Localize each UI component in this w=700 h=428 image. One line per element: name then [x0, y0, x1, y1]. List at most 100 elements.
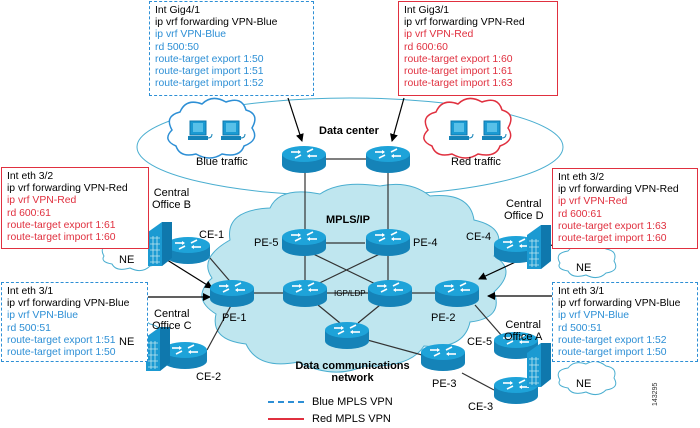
- config-line: route-target import 1:52: [155, 78, 264, 90]
- router-icon: [434, 279, 480, 308]
- config-line: rd 500:51: [7, 322, 51, 334]
- config-line: ip vrf forwarding VPN-Blue: [7, 298, 130, 310]
- ne-cloud: [557, 360, 617, 396]
- router-icon: [165, 236, 211, 265]
- central-office-a-line1: Central: [505, 319, 541, 331]
- blue-traffic-cloud: [167, 97, 256, 159]
- pe1-label: PE-1: [222, 312, 247, 324]
- ne-label: NE: [119, 336, 135, 348]
- config-line: ip vrf forwarding VPN-Blue: [155, 17, 278, 29]
- central-office-b-line2: Office B: [152, 199, 191, 211]
- config-line: rd 600:60: [404, 41, 448, 53]
- config-line: route-target export 1:60: [404, 53, 513, 65]
- config-line: ip vrf VPN-Red: [7, 195, 77, 207]
- router-icon: [281, 228, 327, 257]
- config-line: route-target export 1:51: [7, 334, 116, 346]
- central-office-a-label: Central Office A: [504, 319, 542, 343]
- ne-label: NE: [576, 262, 592, 274]
- central-office-c-label: Central Office C: [152, 308, 192, 332]
- legend-red: Red MPLS VPN: [268, 413, 391, 425]
- building-icon: [526, 224, 552, 270]
- config-line: Int eth 3/1: [7, 286, 54, 297]
- ce1-label: CE-1: [199, 229, 225, 241]
- ne-label: NE: [576, 378, 592, 390]
- blue-traffic-label: Blue traffic: [196, 156, 248, 168]
- config-line: route-target import 1:60: [558, 233, 667, 245]
- config-line: ip vrf VPN-Blue: [7, 310, 79, 322]
- config-line: route-target import 1:51: [155, 66, 264, 78]
- config-line: ip vrf forwarding VPN-Red: [7, 183, 128, 195]
- legend-red-label: Red MPLS VPN: [312, 413, 391, 425]
- router-icon: [209, 279, 255, 308]
- central-office-b-label: Central Office B: [152, 187, 191, 211]
- ce3-label: CE-3: [468, 401, 494, 413]
- ce4-label: CE-4: [466, 231, 492, 243]
- config-line: ip vrf VPN-Blue: [558, 310, 630, 322]
- central-office-d-line1: Central: [506, 198, 542, 210]
- pe5-label: PE-5: [254, 237, 279, 249]
- config-line: route-target import 1:50: [558, 347, 667, 359]
- config-line: route-target export 1:52: [558, 334, 667, 346]
- router-icon: [324, 321, 370, 350]
- config-line: ip vrf forwarding VPN-Red: [404, 17, 525, 29]
- config-line: route-target export 1:50: [155, 53, 264, 65]
- legend-blue-label: Blue MPLS VPN: [312, 396, 393, 408]
- dcn-label-line2: network: [331, 372, 374, 384]
- ce2-label: CE-2: [196, 371, 222, 383]
- router-icon: [281, 145, 327, 174]
- central-office-a-line2: Office A: [504, 331, 543, 343]
- central-office-d-line2: Office D: [504, 210, 544, 222]
- config-line: route-target import 1:61: [404, 66, 513, 78]
- config-line: route-target import 1:60: [7, 232, 116, 244]
- config-line: rd 500:51: [558, 322, 602, 334]
- config-line: ip vrf VPN-Red: [558, 196, 628, 208]
- config-line: route-target export 1:63: [558, 220, 667, 232]
- legend-blue-swatch: [268, 401, 304, 403]
- config-line: Int Gig4/1: [155, 5, 201, 16]
- pe3-label: PE-3: [432, 378, 457, 390]
- router-icon: [367, 279, 413, 308]
- dcn-label-line1: Data communications: [295, 360, 410, 372]
- data-center-label: Data center: [319, 125, 379, 137]
- figure-id: 143295: [652, 382, 659, 406]
- config-line: ip vrf forwarding VPN-Blue: [558, 298, 681, 310]
- central-office-c-line1: Central: [154, 308, 190, 320]
- pe4-label: PE-4: [413, 237, 438, 249]
- config-line: route-target import 1:50: [7, 347, 116, 359]
- router-icon: [420, 343, 466, 372]
- config-line: route-target export 1:61: [7, 219, 116, 231]
- config-line: ip vrf forwarding VPN-Red: [558, 184, 679, 196]
- legend-red-swatch: [268, 418, 304, 420]
- config-line: route-target import 1:63: [404, 78, 513, 90]
- central-office-c-line2: Office C: [152, 320, 192, 332]
- pe2-label: PE-2: [431, 312, 456, 324]
- ce5-label: CE-5: [467, 336, 493, 348]
- building-icon: [147, 221, 173, 267]
- mpls-cloud: [201, 183, 507, 373]
- config-line: Int Gig3/1: [404, 5, 450, 16]
- config-line: rd 600:61: [558, 208, 602, 220]
- router-icon: [365, 228, 411, 257]
- router-icon: [282, 279, 328, 308]
- mpls-ip-label: MPLS/IP: [326, 214, 371, 226]
- legend-blue: Blue MPLS VPN: [268, 396, 393, 408]
- central-office-b-line1: Central: [153, 187, 190, 199]
- config-line: ip vrf VPN-Red: [404, 29, 474, 41]
- dcn-label: Data communications network: [290, 360, 415, 384]
- config-line: rd 500:50: [155, 41, 199, 53]
- ne-label: NE: [119, 254, 135, 266]
- central-office-d-label: Central Office D: [504, 198, 544, 222]
- network-links: [206, 158, 503, 391]
- config-line: Int eth 3/2: [7, 171, 54, 182]
- igp-ldp-label: IGP/LDP: [334, 289, 366, 298]
- config-line: Int eth 3/1: [558, 286, 605, 297]
- config-line: Int eth 3/2: [558, 172, 605, 183]
- config-line: rd 600:61: [7, 207, 51, 219]
